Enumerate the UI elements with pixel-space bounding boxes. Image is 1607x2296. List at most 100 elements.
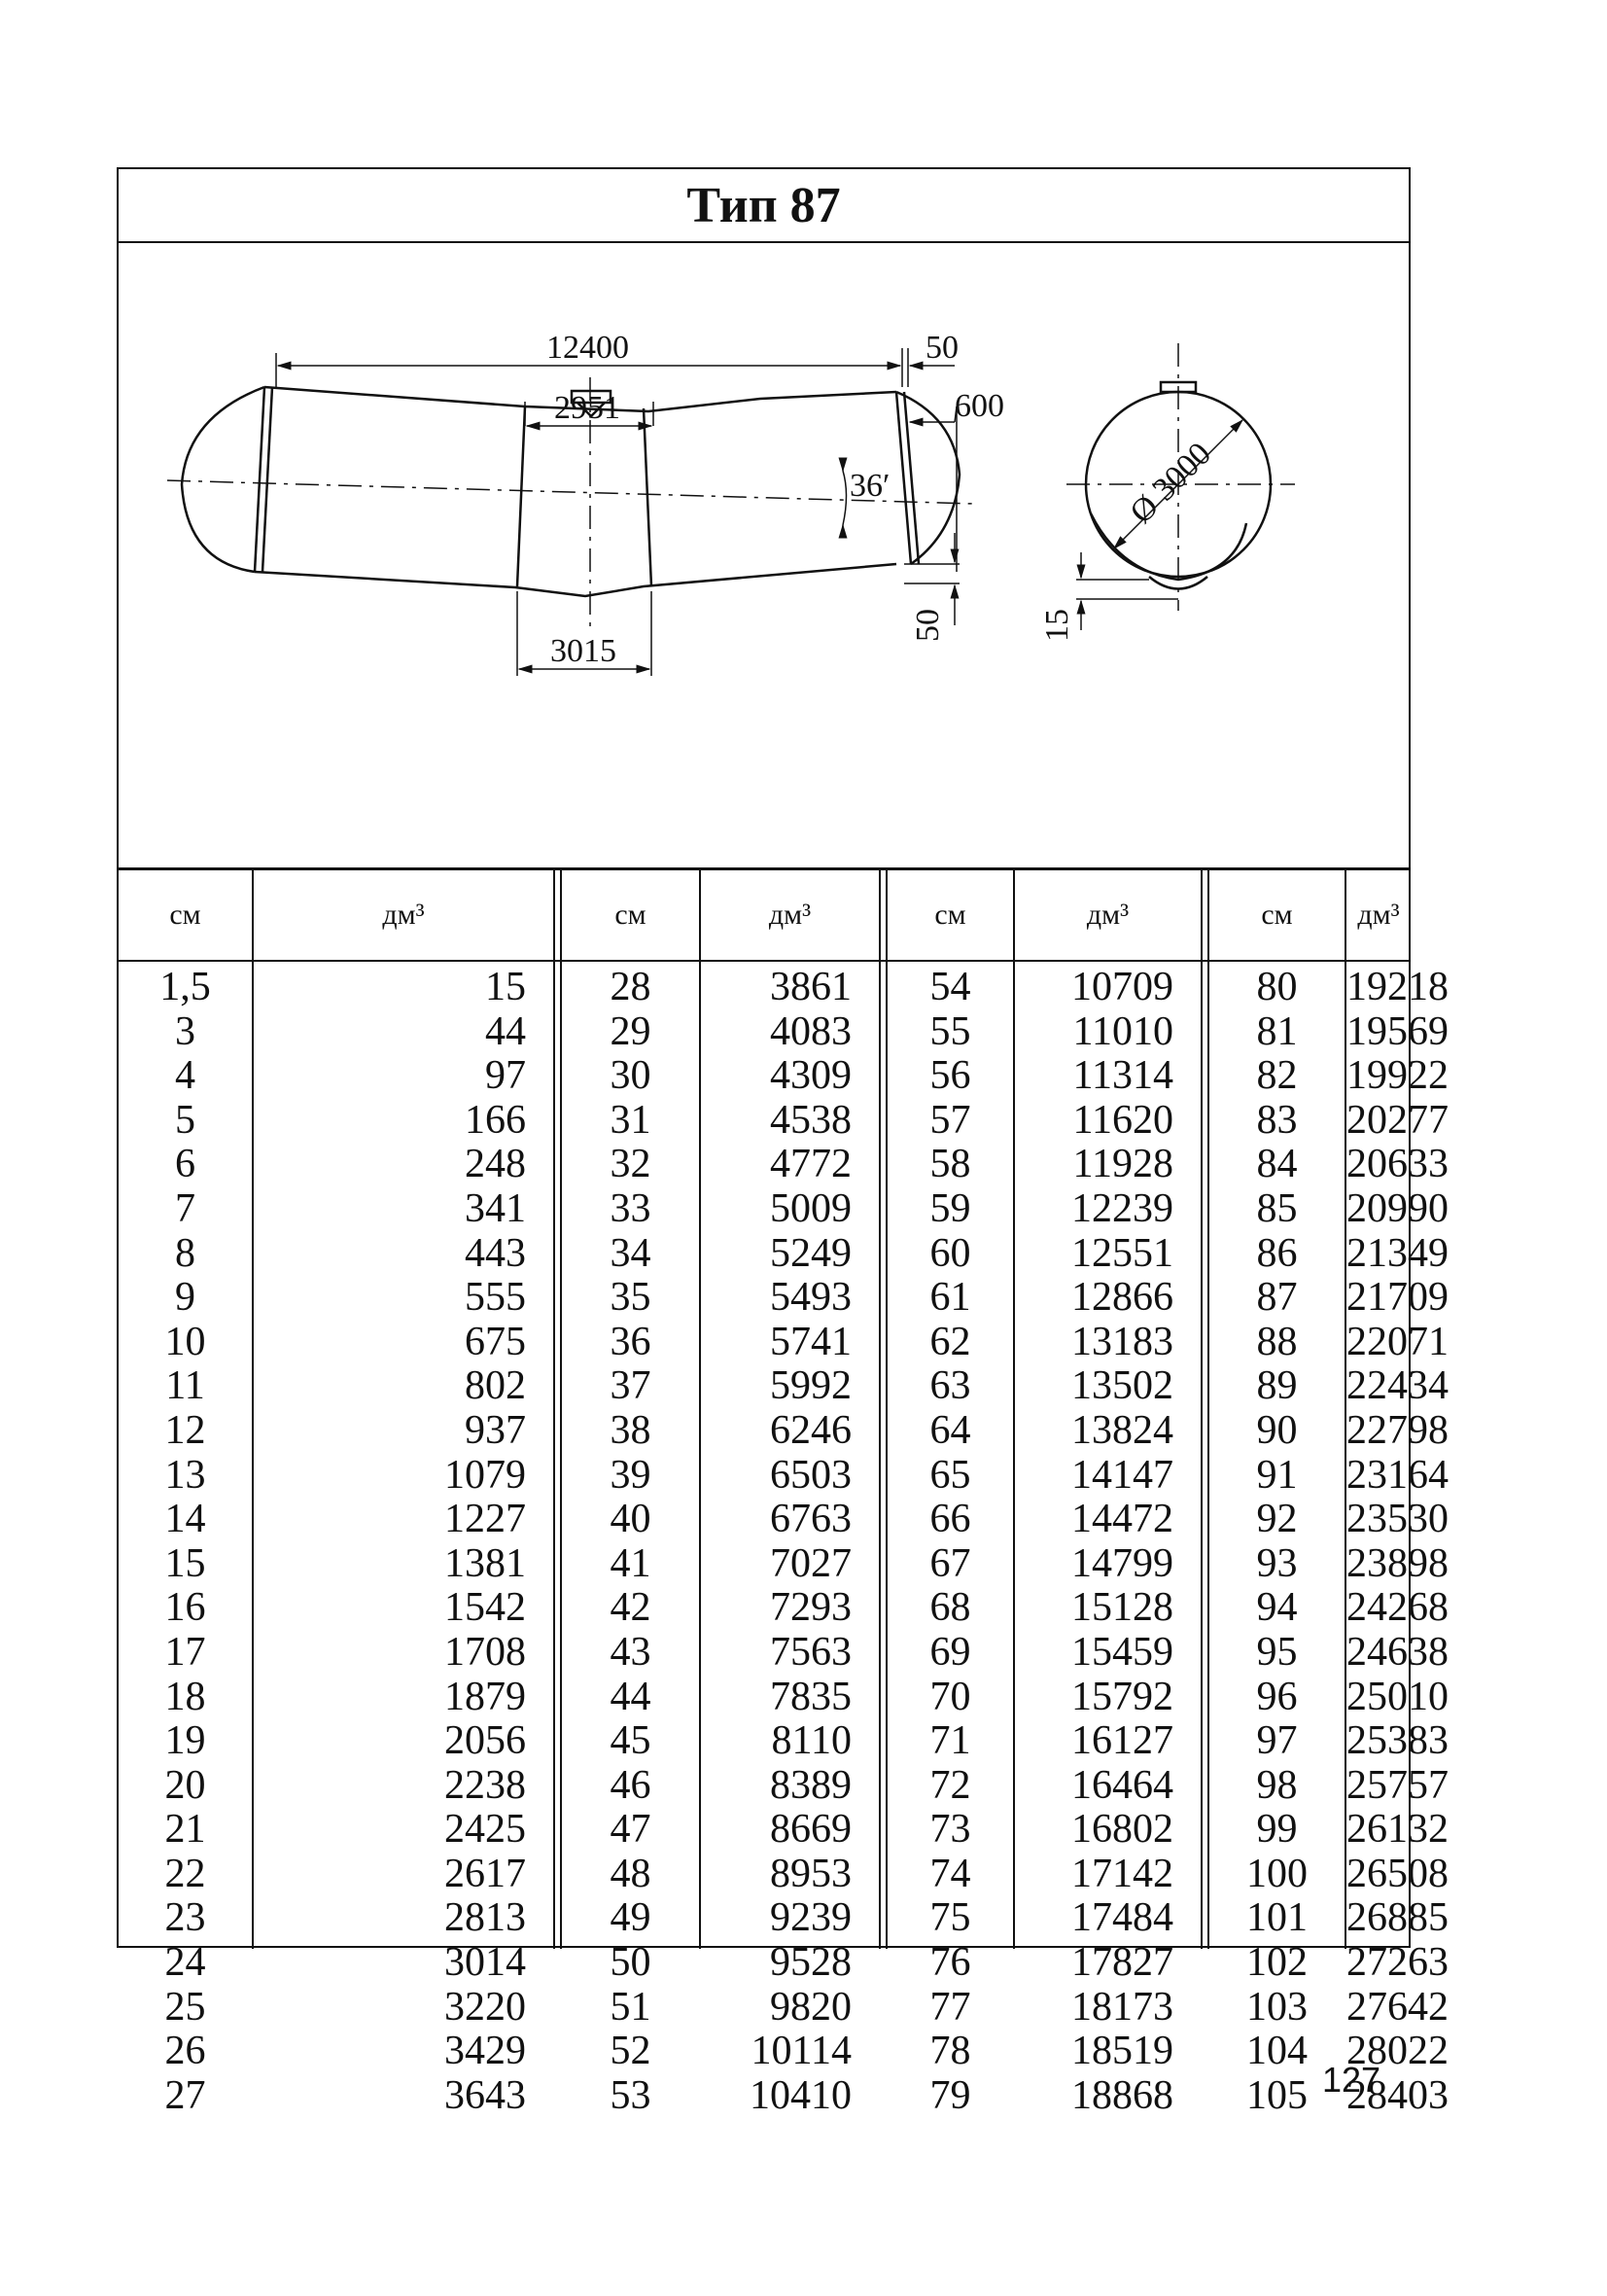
table-cell: 33 [610,1185,651,1231]
table-cell: 1879 [444,1674,526,1719]
table-cell: 25010 [1346,1674,1449,1719]
table-cell: 11928 [1072,1142,1173,1187]
table-cell: 65 [929,1452,971,1498]
table-cell: 82 [1256,1053,1298,1099]
table-cell: 16127 [1071,1718,1173,1764]
table-cell: 20633 [1346,1142,1449,1187]
table-cell: 248 [465,1142,526,1187]
table-cell: 69 [929,1629,971,1675]
table-cell: 18519 [1071,2029,1173,2074]
table-cell: 20 [164,1762,206,1808]
table-cell: 44 [610,1674,651,1719]
table-cell: 39 [610,1452,651,1498]
table-cell: 9239 [770,1895,852,1941]
table-cell: 60 [929,1230,971,1276]
table-cell: 15459 [1071,1629,1173,1675]
table-cell: 25 [164,1984,206,2030]
table-cell: 102 [1246,1940,1308,1986]
table-cell: 91 [1256,1452,1298,1498]
table-cell: 4309 [770,1053,852,1099]
table-cell: 97 [485,1053,526,1099]
table-cell: 1542 [444,1585,526,1631]
table-cell: 50 [610,1940,651,1986]
table-cell: 100 [1246,1851,1308,1896]
header-dm: дм³ [768,899,812,931]
table-cell: 97 [1256,1718,1298,1764]
table-cell: 1381 [444,1540,526,1586]
table-cell: 937 [465,1407,526,1453]
table-cell: 94 [1256,1585,1298,1631]
table-cell: 3014 [444,1940,526,1986]
table-cell: 1079 [444,1452,526,1498]
table-cell: 88 [1256,1319,1298,1364]
table-cell: 51 [610,1984,651,2030]
table-cell: 443 [465,1230,526,1276]
header-cm: см [1261,899,1293,931]
table-cell: 58 [929,1142,971,1187]
table-cell: 5493 [770,1275,852,1321]
dim-support-height: 15 [1039,609,1075,642]
table-cell: 1227 [444,1497,526,1542]
table-cell: 14147 [1071,1452,1173,1498]
page-title: Тип 87 [686,177,841,233]
table-cell: 12551 [1071,1230,1173,1276]
table-cell: 25757 [1346,1762,1449,1808]
table-cell: 11620 [1072,1097,1173,1143]
table-cell: 2238 [444,1762,526,1808]
table-cell: 23898 [1346,1540,1449,1586]
table-cell: 6763 [770,1497,852,1542]
table-cell: 62 [929,1319,971,1364]
table-cell: 7563 [770,1629,852,1675]
table-cell: 3861 [770,965,852,1009]
table-cell: 5009 [770,1185,852,1231]
table-cell: 6246 [770,1407,852,1453]
table-cell: 77 [929,1984,971,2030]
table-cell: 18868 [1071,2072,1173,2118]
column-divider [699,870,701,1949]
table-cell: 101 [1246,1895,1308,1941]
table-cell: 802 [465,1363,526,1409]
dim-end-offset: 50 [926,330,959,366]
table-cell: 13 [164,1452,206,1498]
table-cell: 3429 [444,2029,526,2074]
table-cell: 17142 [1071,1851,1173,1896]
table-cell: 79 [929,2072,971,2118]
table-cell: 17 [164,1629,206,1675]
table-cell: 27642 [1346,1984,1449,2030]
table-cell: 4083 [770,1008,852,1054]
table-cell: 341 [465,1185,526,1231]
column-double-divider [1201,870,1209,1949]
column-double-divider [879,870,888,1949]
table-cell: 12 [164,1407,206,1453]
table-cell: 103 [1246,1984,1308,2030]
table-cell: 19 [164,1718,206,1764]
table-cell: 23 [164,1895,206,1941]
table-cell: 95 [1256,1629,1298,1675]
table-cell: 18 [164,1674,206,1719]
table-cell: 28022 [1346,2029,1449,2074]
table-cell: 10114 [751,2029,852,2074]
table-cell: 22071 [1346,1319,1449,1364]
table-cell: 81 [1256,1008,1298,1054]
table-cell: 27 [164,2072,206,2118]
table-cell: 13502 [1071,1363,1173,1409]
table-cell: 26508 [1346,1851,1449,1896]
table-cell: 32 [610,1142,651,1187]
table-cell: 23164 [1346,1452,1449,1498]
table-cell: 2425 [444,1807,526,1853]
table-cell: 16 [164,1585,206,1631]
table-cell: 16464 [1071,1762,1173,1808]
table-cell: 15 [164,1540,206,1586]
table-cell: 13824 [1071,1407,1173,1453]
table-cell: 20990 [1346,1185,1449,1231]
table-cell: 16802 [1071,1807,1173,1853]
table-cell: 55 [929,1008,971,1054]
table-cell: 2056 [444,1718,526,1764]
table-cell: 92 [1256,1497,1298,1542]
table-cell: 31 [610,1097,651,1143]
title-row: Тип 87 [119,169,1409,243]
dim-head-depth: 600 [955,388,1004,424]
